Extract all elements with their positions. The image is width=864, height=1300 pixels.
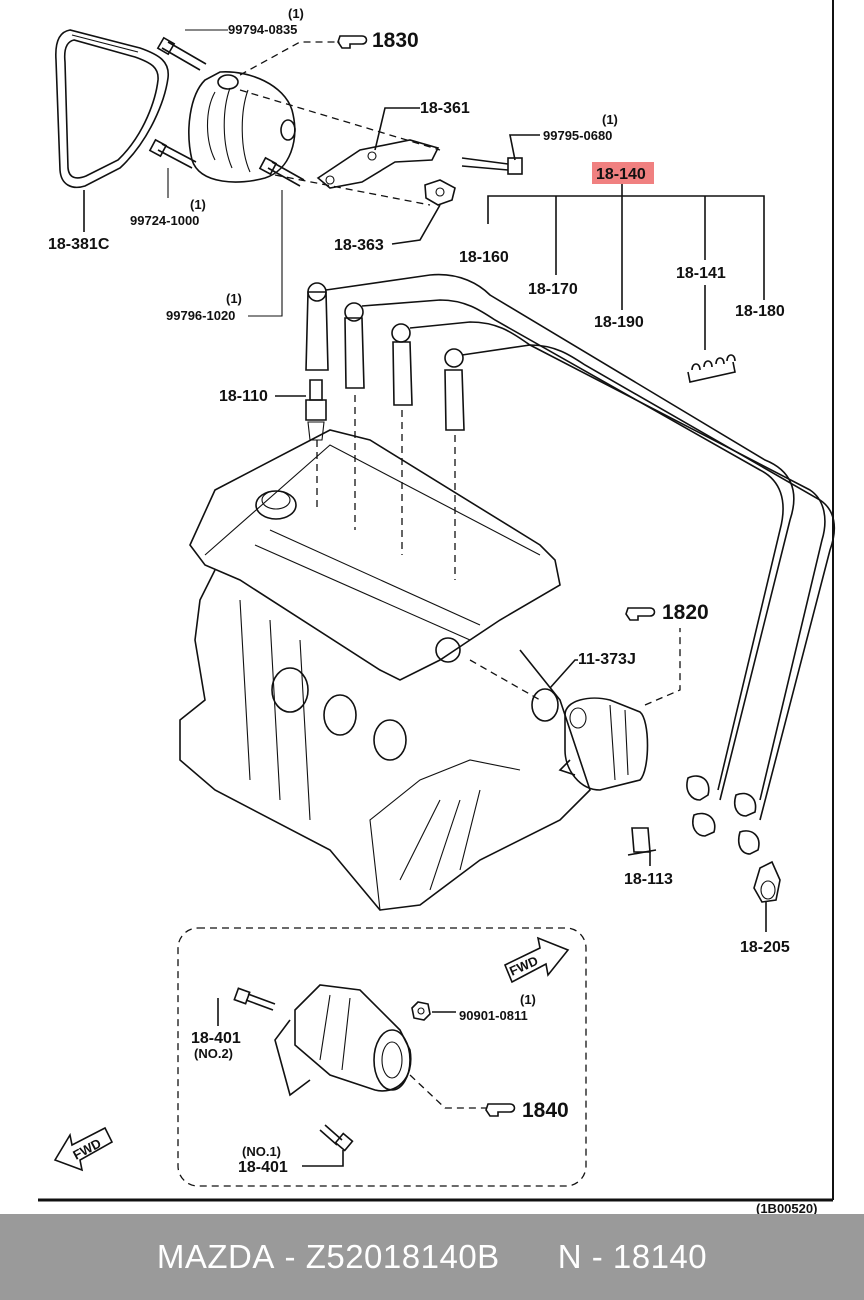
bracket-wire-set <box>487 195 765 300</box>
fwd-arrow-icon <box>53 1126 114 1172</box>
label-no1: (NO.1) <box>242 1144 281 1159</box>
qty-bolt-b: (1) <box>602 112 618 127</box>
alternator-drawing <box>148 36 305 187</box>
label-ref-1820: 1820 <box>662 601 709 624</box>
label-wire-set: 18-140 <box>596 166 646 183</box>
bracket-drawing <box>316 139 456 206</box>
label-clip: 18-141 <box>676 265 726 282</box>
qty-nut: (1) <box>520 992 536 1007</box>
label-bolt-b: 99795-0680 <box>543 128 612 143</box>
label-bolt-a: 99794-0835 <box>228 22 297 37</box>
frame <box>38 0 834 1202</box>
starter-drawing <box>274 984 412 1097</box>
footer-bar: MAZDA - Z52018140B N - 18140 <box>0 1214 864 1300</box>
starter-inset-box <box>177 927 587 1187</box>
label-no2: (NO.2) <box>194 1046 233 1061</box>
highlight-box <box>592 162 654 184</box>
leader-1820 <box>644 628 681 706</box>
fwd-arrow-icon <box>503 936 570 984</box>
pointing-hand-icon <box>337 35 368 49</box>
qty-bolt-d: (1) <box>226 291 242 306</box>
label-bracket-part: 18-363 <box>334 237 384 254</box>
footer-part-number: Z52018140B <box>305 1238 500 1275</box>
bolt-113-drawing <box>627 827 657 856</box>
label-part-205: 18-205 <box>740 939 790 956</box>
leader-bracket-b <box>274 174 431 206</box>
leader-o-ring <box>549 659 578 689</box>
leader-bolt-401-no1 <box>302 1150 344 1167</box>
label-ref-1840: 1840 <box>522 1099 569 1122</box>
label-wire-190: 18-190 <box>594 314 644 331</box>
parts-diagram: 18-381C (1) 99794-0835 1830 18-361 18-36… <box>38 0 836 1214</box>
leader-bolt-d <box>248 190 283 317</box>
o-ring-drawing <box>531 688 559 722</box>
footer-brand: MAZDA <box>156 1238 275 1275</box>
spark-plug-drawing <box>305 379 327 441</box>
qty-bolt-a: (1) <box>288 6 304 21</box>
label-wire-180: 18-180 <box>735 303 785 320</box>
label-fwd-bottom: FWD <box>70 1136 103 1163</box>
label-belt: 18-381C <box>48 236 110 253</box>
label-bolt-d: 99796-1020 <box>166 308 235 323</box>
leader-bracket-a <box>239 89 441 151</box>
label-spark-plug: 18-110 <box>219 388 268 405</box>
drive-belt-drawing <box>55 29 169 232</box>
leader-distributor <box>469 659 541 701</box>
label-diagram-code: (1B00520) <box>756 1201 817 1214</box>
bolt-b-drawing <box>461 157 523 175</box>
bolt-401-no1-drawing <box>319 1124 354 1152</box>
label-bracket: 18-361 <box>420 100 470 117</box>
leader-1830 <box>239 41 340 76</box>
leader-bolt-b <box>509 134 540 161</box>
nut-drawing <box>411 1001 431 1021</box>
label-nut: 90901-0811 <box>459 1008 528 1023</box>
leader-bracket-part <box>391 204 441 245</box>
label-wire-170: 18-170 <box>528 281 578 298</box>
label-fwd-top: FWD <box>507 953 540 979</box>
label-bolt-c: 99724-1000 <box>130 213 199 228</box>
label-wire-160: 18-160 <box>459 249 509 266</box>
leader-1840 <box>409 1074 486 1109</box>
part-205-drawing <box>753 860 781 903</box>
qty-bolt-c: (1) <box>190 197 206 212</box>
pointing-hand-icon <box>485 1103 516 1117</box>
plug-wires-drawing <box>305 273 836 855</box>
engine-drawing <box>179 429 591 911</box>
leader-bracket <box>374 107 420 151</box>
clip-drawing <box>687 285 736 383</box>
label-o-ring: 11-373J <box>578 651 636 668</box>
label-bolt-401-no1: 18-401 <box>238 1159 288 1176</box>
footer-ref: N - 18140 <box>557 1238 708 1275</box>
label-ref-1830: 1830 <box>372 29 419 52</box>
label-bolt-113: 18-113 <box>624 871 673 888</box>
distributor-drawing <box>558 697 649 791</box>
bolt-401-no2-drawing <box>233 987 276 1011</box>
label-bolt-401-no2: 18-401 <box>191 1030 241 1047</box>
pointing-hand-icon <box>625 607 656 621</box>
